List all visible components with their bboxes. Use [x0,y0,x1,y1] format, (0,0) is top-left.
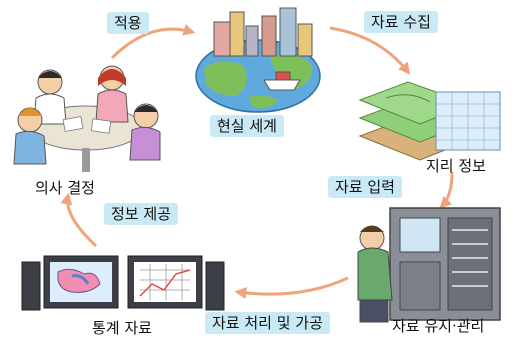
real-world-illustration [195,7,321,113]
arrow-collect [329,26,411,75]
edge-label-provide: 정보 제공 [104,203,178,225]
node-geo-info: 지리 정보 [426,157,486,175]
decision-making-illustration [13,65,161,172]
node-statistics: 통계 자료 [92,319,152,337]
edge-label-process: 자료 처리 및 가공 [205,312,330,334]
edge-label-input: 자료 입력 [328,176,402,198]
arrow-process [234,276,349,300]
cycle-arrows [60,23,454,300]
data-maintenance-illustration [357,207,501,323]
edge-label-apply: 적용 [107,12,149,34]
arrow-apply [110,23,196,60]
node-decision: 의사 결정 [35,179,95,197]
geo-info-illustration [358,81,501,161]
node-real-world: 현실 세계 [210,115,284,137]
arrow-provide [60,192,98,248]
edge-label-collect: 자료 수집 [364,11,438,33]
arrow-input [439,171,454,209]
statistics-illustration [21,255,225,311]
node-data-maintenance: 자료 유지·관리 [392,317,485,335]
